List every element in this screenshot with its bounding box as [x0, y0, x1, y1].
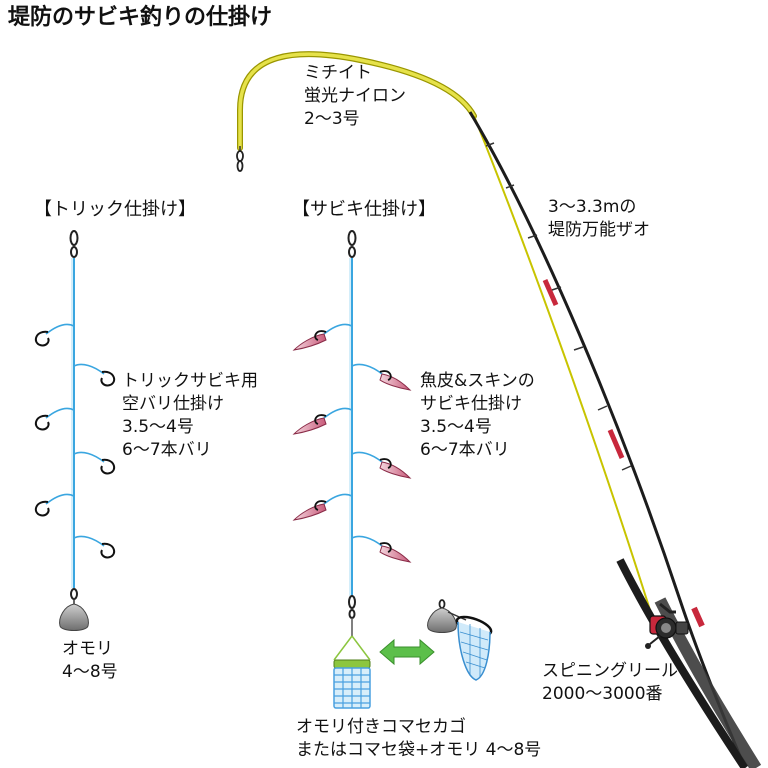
rod-label-line: 3〜3.3mの [548, 197, 637, 217]
rod-label-line: 堤防万能ザオ [548, 220, 650, 240]
sabiki-rig [292, 230, 412, 619]
sabiki-rig-label-line: 6〜7本バリ [420, 440, 510, 460]
rod-label: 3〜3.3mの 堤防万能ザオ [548, 196, 650, 242]
trick-rig-header: 【トリック仕掛け】 [34, 199, 196, 220]
swivel-icon [348, 595, 356, 619]
sinker-icon [59, 598, 89, 631]
trick-rig-label-line: 3.5〜4号 [122, 417, 194, 437]
sinker-label-line: 4〜8号 [62, 662, 118, 682]
basket-label: オモリ付きコマセカゴ またはコマセ袋+オモリ 4〜8号 [296, 716, 541, 762]
trick-rig-label: トリックサビキ用 空バリ仕掛け 3.5〜4号 6〜7本バリ [122, 370, 258, 462]
trick-rig-label-line: 6〜7本バリ [122, 440, 212, 460]
bait-basket-icon [333, 618, 371, 709]
sinker-label: オモリ 4〜8号 [62, 638, 118, 684]
sabiki-rig-label-line: サビキ仕掛け [420, 394, 522, 414]
swivel-icon [347, 230, 357, 258]
sabiki-rig-label-line: 魚皮&スキンの [420, 371, 535, 391]
hook-icon [34, 330, 116, 559]
reel-label-line: スピニングリール [542, 661, 678, 681]
sinker-label-line: オモリ [62, 639, 113, 659]
basket-label-line: オモリ付きコマセカゴ [296, 717, 466, 737]
main-line-label-line: 蛍光ナイロン [304, 86, 406, 106]
page-title: 堤防のサビキ釣りの仕掛け [8, 5, 273, 30]
main-line-label: ミチイト 蛍光ナイロン 2〜3号 [304, 62, 406, 131]
trick-rig-label-line: 空バリ仕掛け [122, 394, 224, 414]
basket-label-line: またはコマセ袋+オモリ 4〜8号 [296, 740, 542, 760]
reel-label: スピニングリール 2000〜3000番 [542, 660, 678, 706]
main-line-label-line: 2〜3号 [304, 109, 360, 129]
main-line [237, 51, 651, 611]
spinning-reel-icon [645, 602, 689, 649]
swivel-icon [70, 588, 78, 600]
swivel-icon [69, 230, 79, 258]
mesh-bag-icon [447, 611, 493, 681]
swivel-icon [236, 146, 244, 172]
sabiki-rig-label-line: 3.5〜4号 [420, 417, 492, 437]
sabiki-rig-label: 魚皮&スキンの サビキ仕掛け 3.5〜4号 6〜7本バリ [420, 370, 535, 462]
trick-rig-label-line: トリックサビキ用 [122, 371, 258, 391]
main-line-label-line: ミチイト [304, 63, 372, 83]
skin-hook-icon [292, 333, 412, 563]
sinker-icon [427, 599, 457, 633]
trick-rig [34, 230, 116, 631]
reel-label-line: 2000〜3000番 [542, 684, 663, 704]
double-arrow-icon [379, 638, 435, 666]
sabiki-rig-header: 【サビキ仕掛け】 [292, 199, 436, 220]
